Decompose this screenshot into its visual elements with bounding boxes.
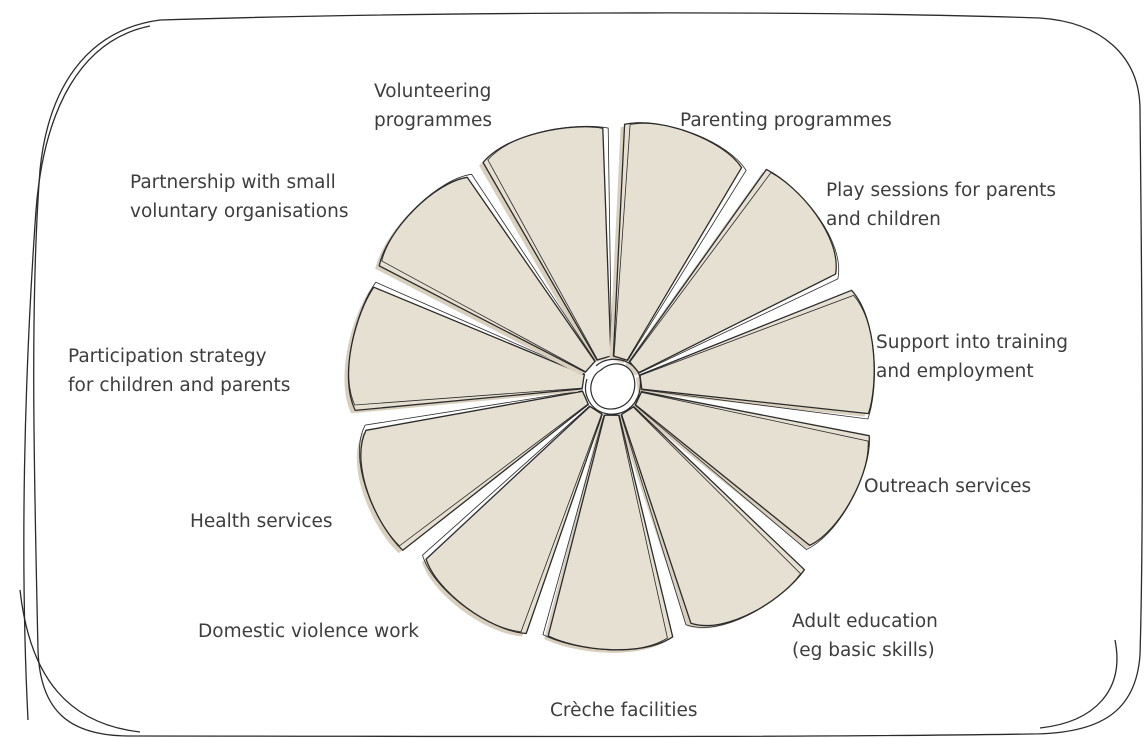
petal-domestic-violence [422, 405, 603, 637]
segment-label-line: Participation strategy [68, 346, 267, 367]
petal-shape [378, 176, 596, 373]
wheel-hub [585, 358, 642, 415]
segment-label-line: Crèche facilities [550, 700, 698, 721]
petal-partnership [375, 173, 596, 376]
petal-sketch-line [487, 125, 612, 361]
segment-label-line: programmes [374, 110, 492, 131]
segment-label-line: and children [826, 209, 941, 230]
segment-label-line: Support into training [876, 332, 1068, 353]
segment-label-line: Outreach services [864, 476, 1031, 497]
petal-sketch-line [613, 123, 747, 362]
petal-play-sessions [625, 168, 840, 376]
segment-label-line: Domestic violence work [198, 621, 419, 642]
petal-sketch-line [639, 294, 875, 420]
segment-label-line: (eg basic skills) [792, 640, 935, 661]
segment-label-line: for children and parents [68, 375, 290, 396]
segment-label-creche: Crèche facilities [550, 700, 698, 721]
petal-sketch-line [381, 173, 596, 373]
segment-label-partnership: Partnership with small voluntary organisa… [130, 172, 348, 222]
segment-label-training-employment: Support into training and employment [876, 332, 1068, 382]
wheel-petals [344, 122, 875, 653]
petal-shape [360, 390, 590, 551]
segment-label-adult-education: Adult education (eg basic skills) [792, 611, 938, 661]
segment-label-line: Adult education [792, 611, 938, 632]
segment-label-line: Health services [190, 511, 333, 532]
petal-volunteering [479, 125, 612, 363]
petal-sketch-line [422, 405, 603, 633]
segment-label-line: and employment [876, 361, 1034, 382]
segment-label-health: Health services [190, 511, 333, 532]
petal-shape [628, 168, 837, 374]
segment-labels: Volunteering programmes Parenting programm… [68, 81, 1068, 721]
petal-sketch-line [359, 390, 589, 547]
segment-label-play-sessions: Play sessions for parents and children [826, 180, 1056, 230]
petal-adult-education [617, 406, 806, 629]
petal-sketch-line [629, 172, 840, 374]
hand-drawn-frame [19, 12, 1143, 738]
petal-shape [634, 391, 870, 547]
petal-health [356, 390, 590, 554]
segment-label-parenting: Parenting programmes [680, 110, 892, 131]
segment-label-line: Play sessions for parents [826, 180, 1056, 201]
petal-participation [344, 281, 585, 414]
petal-outreach [631, 391, 870, 550]
segment-label-line: Parenting programmes [680, 110, 892, 131]
segment-label-volunteering: Volunteering programmes [374, 81, 492, 131]
petal-sketch-line [634, 391, 869, 550]
segment-label-participation: Participation strategy for children and p… [68, 346, 290, 396]
petal-parenting [609, 122, 747, 364]
petal-sketch-line [348, 281, 585, 406]
petal-creche [542, 414, 674, 653]
petal-sketch-line [620, 406, 802, 628]
segment-label-line: voluntary organisations [130, 201, 348, 222]
petal-shape [425, 405, 603, 635]
petal-shape [620, 406, 806, 627]
petal-sketch-line [542, 414, 668, 651]
segment-label-line: Volunteering [374, 81, 491, 102]
petal-training-employment [635, 289, 875, 420]
segment-label-outreach: Outreach services [864, 476, 1031, 497]
segment-label-line: Partnership with small [130, 172, 336, 193]
segment-label-domestic-violence: Domestic violence work [198, 621, 419, 642]
petal-shape [612, 122, 743, 361]
